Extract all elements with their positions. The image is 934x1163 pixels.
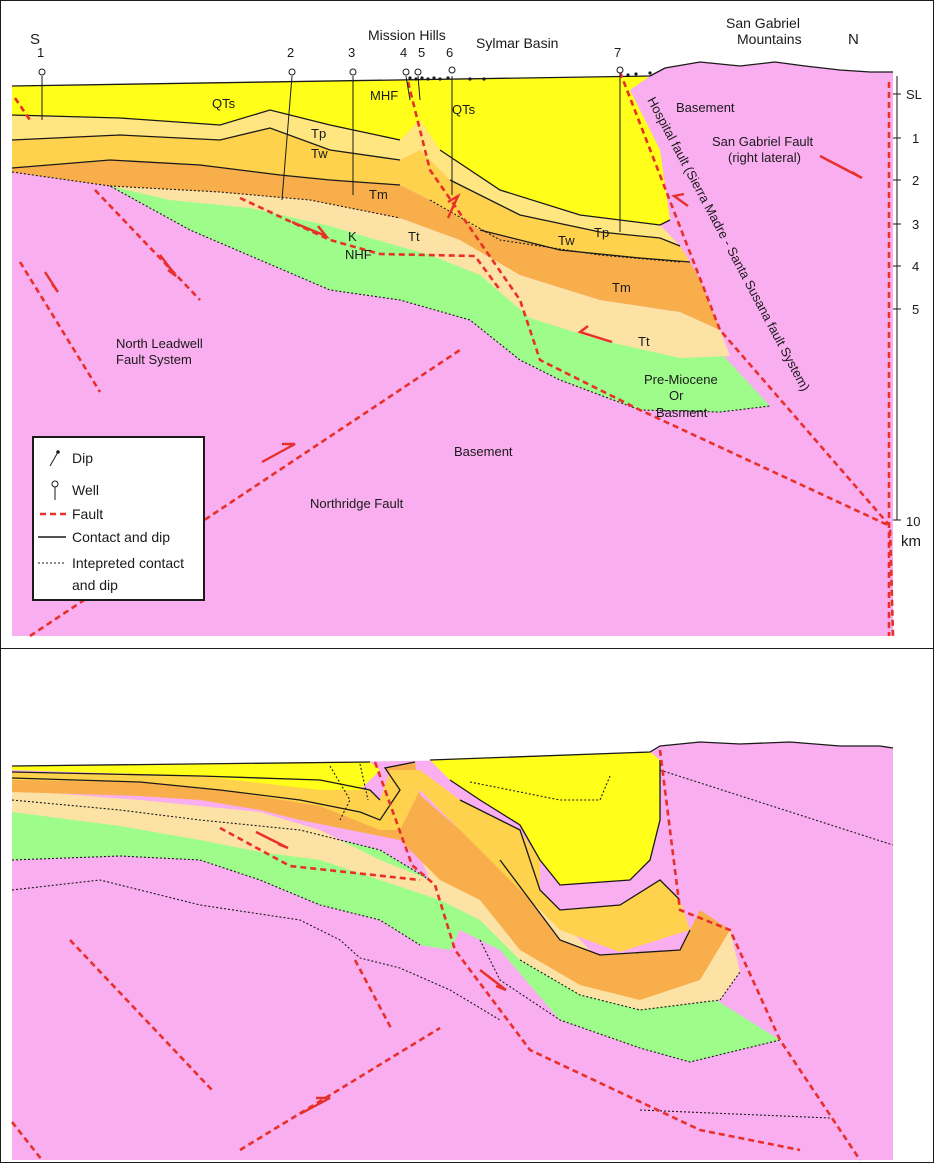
well-4: 4	[400, 45, 411, 101]
bottom-panel	[0, 648, 934, 1163]
label-tm-right: Tm	[612, 280, 631, 295]
label-k: K	[348, 229, 357, 244]
legend-interpreted-1: Intepreted contact	[72, 555, 184, 571]
depth-2: 2	[912, 173, 919, 188]
wells: 1 2 3 4 5	[37, 45, 652, 232]
label-pre-miocene-1: Pre-Miocene	[644, 372, 718, 387]
label-tm-left: Tm	[369, 187, 388, 202]
legend-dip: Dip	[72, 450, 93, 466]
slip-arrows	[43, 154, 863, 464]
k-unit-area	[110, 186, 770, 412]
label-tw-left: Tw	[311, 146, 328, 161]
label-tt-right: Tt	[638, 334, 650, 349]
depth-10: 10	[906, 514, 920, 529]
legend-fault: Fault	[72, 506, 103, 522]
well-3-label: 3	[348, 45, 355, 60]
label-pre-miocene-3: Basment	[656, 405, 708, 420]
label-tt-left: Tt	[408, 229, 420, 244]
well-7: 7	[614, 45, 624, 232]
label-basement-upper: Basement	[676, 100, 735, 115]
legend-contact: Contact and dip	[72, 529, 170, 545]
tt-unit-area	[110, 186, 730, 358]
san-gabriel-mountains-label-1: San Gabriel	[726, 15, 800, 31]
label-tp-right: Tp	[594, 225, 609, 240]
dip-icon	[49, 450, 60, 467]
well-1-label: 1	[37, 45, 44, 60]
well-2-label: 2	[287, 45, 294, 60]
legend: Dip Well Fault Contact and dip Inteprete…	[32, 436, 205, 601]
label-tp-left: Tp	[311, 126, 326, 141]
label-basement-lower: Basement	[454, 444, 513, 459]
depth-4: 4	[912, 259, 919, 274]
depth-1: 1	[912, 131, 919, 146]
bottom-qts-area	[12, 762, 380, 790]
label-mhf: MHF	[370, 88, 398, 103]
label-qts-left: QTs	[212, 96, 236, 111]
fault-lines	[13, 71, 895, 638]
depth-unit: km	[901, 533, 921, 550]
label-nhf: NHF	[345, 247, 372, 262]
surface-dip-markers	[408, 71, 652, 81]
label-san-gabriel-fault-1: San Gabriel Fault	[712, 134, 814, 149]
south-label: S	[30, 31, 40, 48]
qts-unit-area	[12, 76, 670, 225]
well-1: 1	[37, 45, 46, 120]
bottom-tw-area	[12, 770, 690, 952]
legend-well: Well	[72, 482, 99, 498]
well-5-label: 5	[418, 45, 425, 60]
depth-5: 5	[912, 302, 919, 317]
tp-unit-area	[12, 110, 680, 246]
well-6: 6	[446, 45, 456, 195]
well-5: 5	[414, 45, 425, 101]
label-north-leadwell-2: Fault System	[116, 352, 192, 367]
label-northridge-fault: Northridge Fault	[310, 496, 404, 511]
contact-lines	[11, 61, 893, 413]
tw-unit-area	[12, 128, 690, 262]
label-north-leadwell-1: North Leadwell	[116, 336, 203, 351]
san-gabriel-mountains-label-2: Mountains	[737, 31, 802, 47]
north-label: N	[848, 31, 859, 48]
well-4-label: 4	[400, 45, 407, 60]
well-3: 3	[348, 45, 357, 195]
well-6-label: 6	[446, 45, 453, 60]
well-7-label: 7	[614, 45, 621, 60]
well-2: 2	[281, 45, 296, 201]
label-pre-miocene-2: Or	[669, 388, 684, 403]
depth-scale: SL 1 2 3 4 5 10 km	[893, 76, 922, 550]
label-qts-right: QTs	[452, 102, 476, 117]
depth-3: 3	[912, 217, 919, 232]
top-panel: 1 2 3 4 5	[0, 0, 934, 649]
tm-unit-area	[12, 160, 720, 330]
sylmar-basin-label: Sylmar Basin	[476, 35, 558, 51]
mission-hills-label: Mission Hills	[368, 27, 446, 43]
bottom-tm-area	[12, 762, 730, 1000]
depth-sl: SL	[906, 87, 922, 102]
legend-interpreted-2: and dip	[72, 577, 118, 593]
label-tw-right: Tw	[558, 233, 575, 248]
label-san-gabriel-fault-2: (right lateral)	[728, 150, 801, 165]
well-icon	[51, 480, 59, 500]
